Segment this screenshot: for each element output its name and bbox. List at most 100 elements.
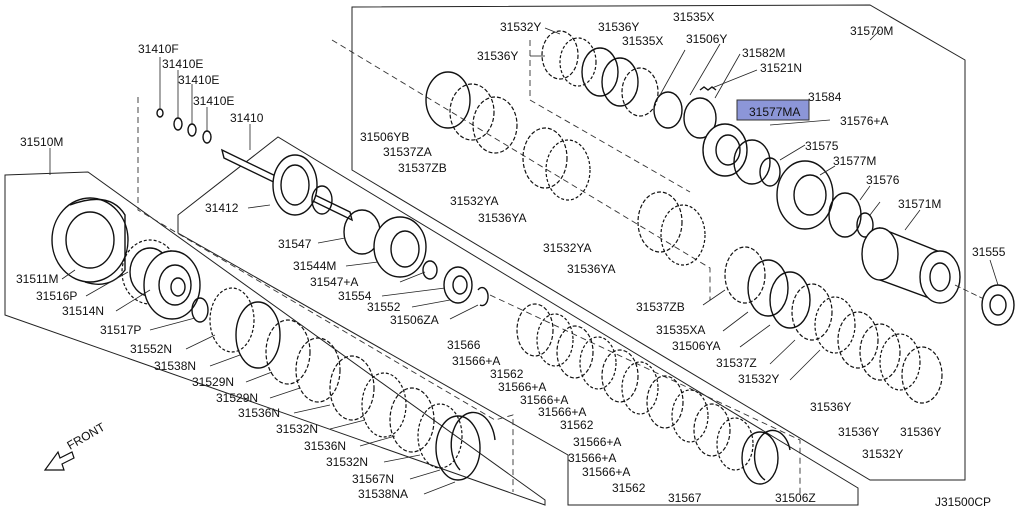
snap-ring-31506z (753, 429, 791, 481)
ring-31506ya (769, 271, 811, 329)
washer-31410e-3 (202, 130, 212, 144)
label-31506z: 31506Z (775, 491, 816, 505)
plate-31532y-r2 (879, 333, 921, 391)
left-group-parts (51, 197, 496, 481)
label-31552: 31552 (367, 300, 401, 314)
label-31535x-2: 31535X (622, 34, 663, 48)
plate-31536n-2 (389, 387, 435, 453)
label-31552n: 31552N (130, 342, 172, 356)
plate-31537z (791, 283, 833, 341)
label-31410e-3: 31410E (193, 94, 234, 108)
label-31536n-1: 31536N (238, 406, 280, 420)
seal-31547a (422, 260, 438, 280)
label-31536y-r1: 31536Y (810, 400, 851, 414)
frame-31510m (4, 171, 546, 506)
label-31506yb: 31506YB (360, 130, 409, 144)
label-31584: 31584 (808, 90, 842, 104)
plate-31535x-2 (601, 57, 639, 107)
highlight-31577ma (736, 99, 810, 121)
label-31514n: 31514N (62, 304, 104, 318)
plate-31566a-1 (536, 313, 574, 367)
plate-31537zb-1 (472, 96, 518, 154)
frame-31570m (351, 4, 966, 481)
label-31529n-1: 31529N (192, 375, 234, 389)
drum-31575 (776, 160, 834, 230)
label-31567: 31567 (668, 491, 702, 505)
label-31537zb-1: 31537ZB (398, 161, 447, 175)
plate-31536ya-2 (660, 204, 706, 266)
snap-ring-31506za (477, 286, 489, 307)
seal-31576 (856, 212, 874, 238)
label-31566a-5: 31566+A (573, 435, 621, 449)
label-31410f: 31410F (138, 42, 179, 56)
label-31536ya-2: 31536YA (567, 262, 616, 276)
label-31566a-3: 31566+A (520, 393, 568, 407)
label-31566a-7: 31566+A (582, 465, 630, 479)
label-31536ya-1: 31536YA (478, 211, 527, 225)
label-31538n: 31538N (154, 359, 196, 373)
leader-lines (49, 27, 999, 495)
label-31562-3: 31562 (612, 481, 646, 495)
label-31577ma: 31577MA (749, 105, 800, 119)
label-31529n-2: 31529N (216, 391, 258, 405)
label-31538na: 31538NA (358, 487, 408, 501)
piston-31584 (702, 123, 748, 177)
seal-31577m (828, 192, 862, 238)
label-31566a-1: 31566+A (452, 354, 500, 368)
label-31532y-r1: 31532Y (738, 372, 779, 386)
bearing-31555 (981, 284, 1015, 326)
washers-31410 (156, 108, 212, 144)
diagram-code: J31500CP (935, 495, 991, 509)
label-31566a-2: 31566+A (498, 380, 546, 394)
label-31554: 31554 (338, 289, 372, 303)
ring-31506y (653, 91, 683, 129)
hub-31571m (861, 226, 961, 304)
assembly-31514n (143, 250, 201, 320)
plate-31532ya-2 (637, 191, 683, 253)
dash-outline-d (489, 294, 801, 495)
label-31537za: 31537ZA (383, 145, 432, 159)
label-31536y-r2: 31536Y (838, 425, 879, 439)
label-31576: 31576 (866, 173, 900, 187)
spring-retainer-31554 (443, 266, 473, 304)
plate-31552n (209, 287, 255, 353)
label-31562-1: 31562 (490, 367, 524, 381)
label-31506y: 31506Y (686, 32, 727, 46)
plate-31566a-2 (579, 336, 617, 390)
plate-31529n-2 (295, 337, 341, 403)
dash-outline-a (137, 97, 514, 492)
piston-31544m (373, 216, 427, 278)
label-31571m: 31571M (898, 197, 941, 211)
shaft-31412 (220, 148, 354, 222)
plate-31566a-5 (671, 389, 709, 443)
label-31575: 31575 (805, 139, 839, 153)
plate-31566a-7 (716, 417, 754, 471)
plate-31562-1 (556, 325, 594, 379)
washer-31410e-2 (187, 123, 197, 137)
label-31547: 31547 (278, 237, 312, 251)
ring-31567n (435, 415, 481, 481)
plate-31566a-6 (693, 403, 731, 457)
seal-31577ma (733, 139, 771, 185)
ring-31582m (683, 97, 717, 139)
plate-31536y-top1 (559, 37, 597, 87)
front-arrow-icon (43, 450, 75, 471)
label-31577m: 31577M (833, 154, 876, 168)
plate-31536n-1 (329, 355, 375, 421)
label-31532ya-1: 31532YA (450, 194, 499, 208)
plate-31537zb-2 (724, 246, 766, 304)
label-31410e-1: 31410E (162, 57, 203, 71)
snap-ring-31538na (450, 411, 496, 471)
front-label: FRONT (65, 419, 108, 452)
label-31536y-top2: 31536Y (598, 20, 639, 34)
label-31521n: 31521N (760, 61, 802, 75)
label-31536y-r3: 31536Y (900, 425, 941, 439)
plate-31529n-1 (265, 319, 311, 385)
label-31576a: 31576+A (840, 114, 888, 128)
label-31537zb-2: 31537ZB (636, 300, 685, 314)
dash-outline-c (529, 40, 691, 193)
plate-31532n-1 (361, 372, 407, 438)
washer-31410f (156, 108, 164, 118)
label-31511m: 31511M (16, 272, 58, 286)
